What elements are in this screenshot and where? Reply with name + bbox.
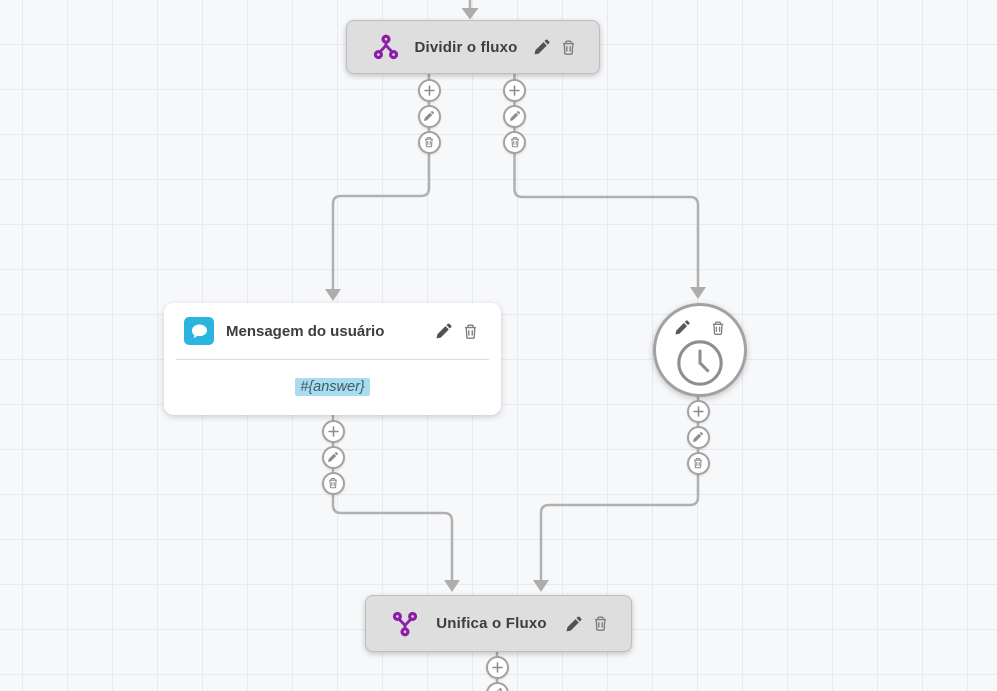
wire-split-to-timer[interactable] [513,73,700,288]
node-merge-flow[interactable]: Unifica o Fluxo [365,595,632,652]
wire-message-to-merge[interactable] [331,415,454,581]
edit-connection-button[interactable] [503,104,526,128]
arrowhead [325,289,341,301]
variable-chip[interactable]: #{answer} [295,378,370,396]
add-node-button[interactable] [485,655,509,679]
delete-connection-button[interactable] [686,451,710,475]
delete-node-icon[interactable] [592,615,609,632]
edit-connection-button[interactable] [686,425,710,449]
edit-connection-button[interactable] [321,445,345,469]
arrowhead [533,580,549,592]
edit-connection-button[interactable] [417,104,441,128]
delete-node-icon[interactable] [710,320,726,336]
clock-icon [675,338,725,393]
node-title: Mensagem do usuário [226,322,385,340]
node-title: Dividir o fluxo [414,38,518,56]
delete-connection-button[interactable] [321,471,345,495]
add-node-button[interactable] [321,419,345,443]
node-timer[interactable] [653,303,747,397]
add-node-button[interactable] [686,399,710,423]
edit-node-icon[interactable] [674,319,691,336]
arrowhead [444,580,460,592]
wire-split-to-message[interactable] [331,73,431,290]
arrowhead [690,287,706,299]
node-divider [176,359,489,360]
arrowhead [461,8,479,20]
delete-connection-button[interactable] [503,130,526,154]
delete-node-icon[interactable] [560,39,577,56]
edit-node-icon[interactable] [435,322,453,340]
add-node-button[interactable] [417,78,441,102]
delete-node-icon[interactable] [462,323,479,340]
wire-timer-to-merge[interactable] [539,395,700,581]
node-user-message[interactable]: Mensagem do usuário #{answer} [164,303,501,415]
add-node-button[interactable] [503,78,526,102]
node-split-flow[interactable]: Dividir o fluxo [346,20,600,74]
chat-bubble-icon [184,317,214,345]
edit-node-icon[interactable] [565,615,583,633]
delete-connection-button[interactable] [417,130,441,154]
node-header [674,319,726,336]
node-title: Unifica o Fluxo [436,615,547,632]
split-flow-icon [373,34,399,60]
node-header: Mensagem do usuário [164,303,501,359]
node-body: #{answer} [164,360,501,414]
edit-node-icon[interactable] [533,38,551,56]
merge-flow-icon [392,611,418,637]
